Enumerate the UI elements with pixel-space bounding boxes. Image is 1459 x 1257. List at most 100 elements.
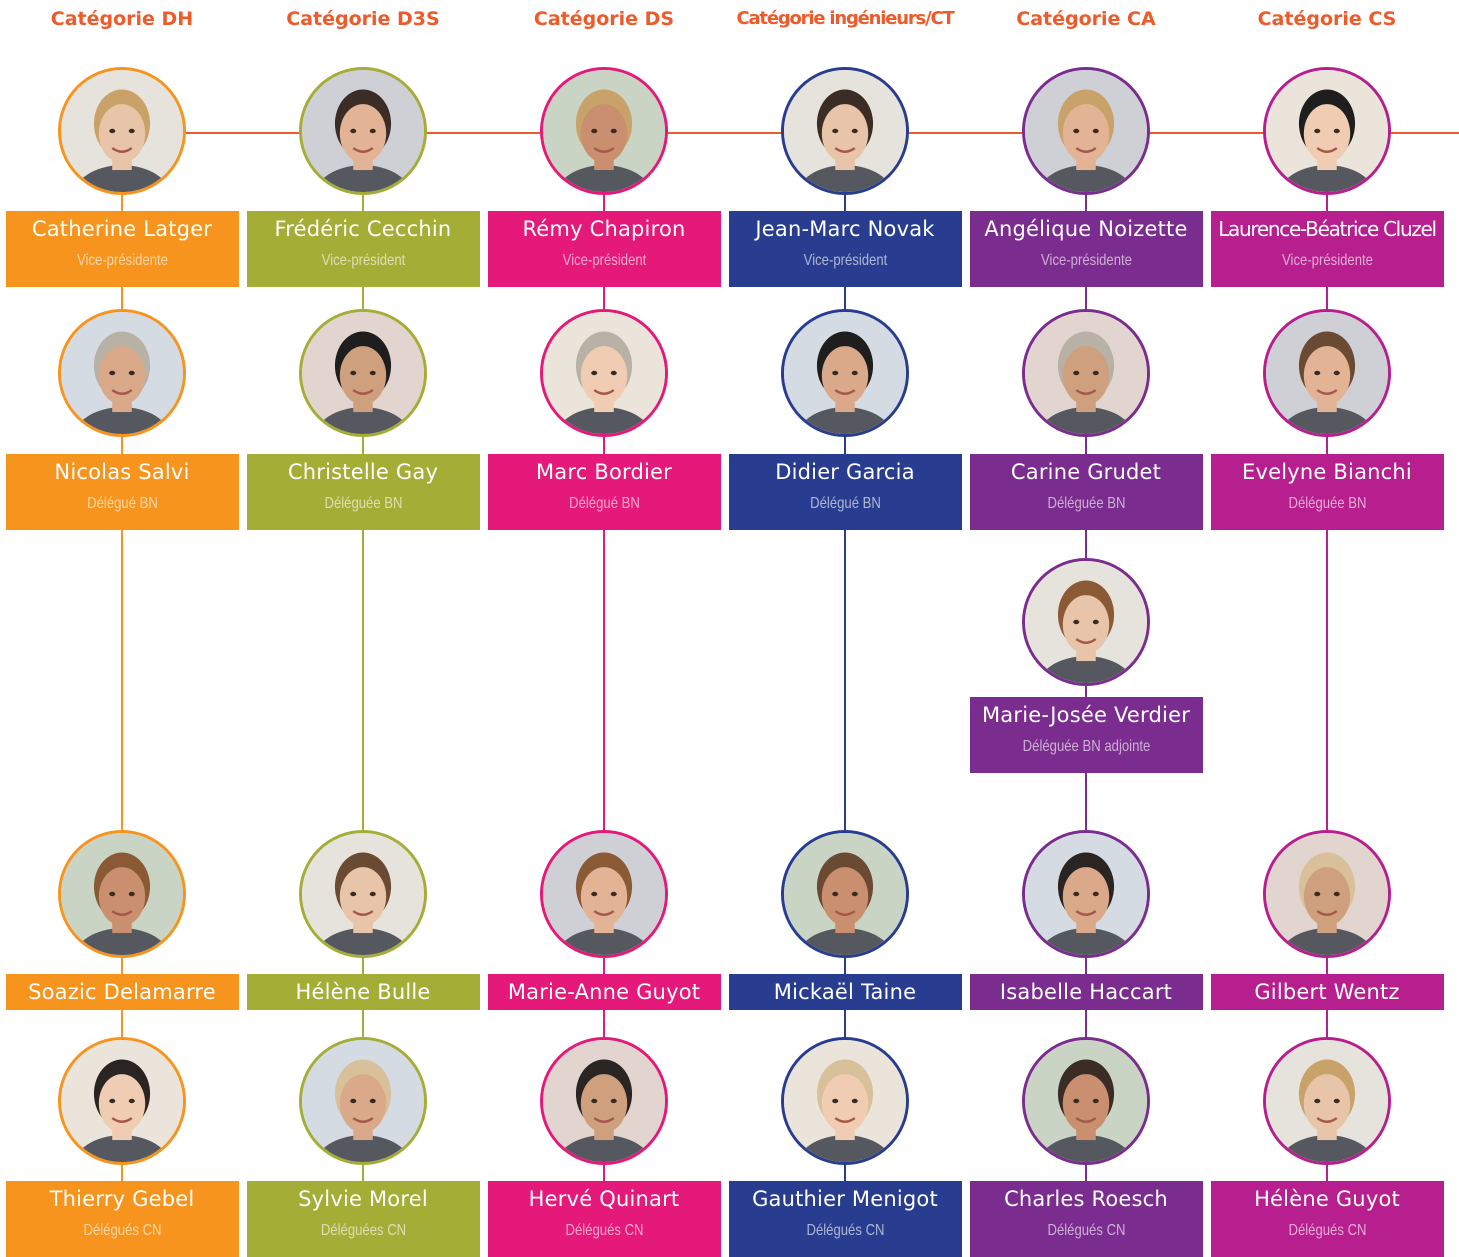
person-name: Catherine Latger <box>31 217 213 241</box>
person-photo <box>1263 67 1391 195</box>
person-photo <box>1263 309 1391 437</box>
person-photo <box>1022 1037 1150 1165</box>
person-photo <box>58 309 186 437</box>
person-photo <box>58 1037 186 1165</box>
person-role: Délégué BN <box>86 495 158 512</box>
person-role: Délégués CN <box>82 1222 162 1239</box>
person-photo <box>1263 830 1391 958</box>
person-role: Déléguées CN <box>320 1222 406 1239</box>
person-role: Délégués CN <box>564 1222 644 1239</box>
person-name: Didier Garcia <box>775 460 915 484</box>
person-role: Délégués CN <box>1046 1222 1126 1239</box>
person-role: Délégués CN <box>1287 1222 1367 1239</box>
person-role: Vice-présidente <box>1040 252 1132 269</box>
person-role: Déléguée BN <box>1046 495 1126 512</box>
person-name: Sylvie Morel <box>298 1187 428 1211</box>
person-photo <box>781 1037 909 1165</box>
person-label: Hélène Bulle <box>246 974 480 1010</box>
person-name: Laurence-Béatrice Cluzel <box>1218 217 1437 241</box>
person-name: Gauthier Menigot <box>752 1187 938 1211</box>
person-name: Isabelle Haccart <box>999 980 1173 1004</box>
person-role: Délégué BN <box>568 495 640 512</box>
person-photo <box>1022 558 1150 686</box>
person-photo <box>540 309 668 437</box>
category-title: Catégorie DH <box>50 8 194 30</box>
category-title: Catégorie D3S <box>286 8 440 30</box>
person-name: Marc Bordier <box>535 460 673 484</box>
person-photo <box>540 830 668 958</box>
person-name: Hélène Guyot <box>1254 1187 1400 1211</box>
person-photo <box>299 67 427 195</box>
person-name: Hervé Quinart <box>528 1187 680 1211</box>
person-label: Isabelle Haccart <box>969 974 1203 1010</box>
person-name: Frédéric Cecchin <box>274 217 452 241</box>
person-role: Vice-président <box>562 252 646 269</box>
person-role: Vice-présidente <box>1281 252 1373 269</box>
person-name: Mickaël Taine <box>773 980 917 1004</box>
person-label: Mickaël Taine <box>728 974 962 1010</box>
person-photo <box>1263 1037 1391 1165</box>
person-name: Gilbert Wentz <box>1254 980 1400 1004</box>
person-name: Christelle Gay <box>287 460 439 484</box>
person-role: Vice-président <box>803 252 887 269</box>
person-role: Délégués CN <box>805 1222 885 1239</box>
person-role: Délégué BN <box>809 495 881 512</box>
person-label: Soazic Delamarre <box>5 974 239 1010</box>
person-name: Rémy Chapiron <box>522 217 686 241</box>
person-photo <box>781 67 909 195</box>
person-name: Carine Grudet <box>1010 460 1162 484</box>
person-label: Marie-Anne Guyot <box>487 974 721 1010</box>
person-photo <box>299 830 427 958</box>
person-name: Angélique Noizette <box>984 217 1188 241</box>
person-photo <box>299 309 427 437</box>
category-title: Catégorie CA <box>1016 8 1156 30</box>
person-name: Thierry Gebel <box>49 1187 195 1211</box>
person-photo <box>1022 67 1150 195</box>
person-photo <box>1022 830 1150 958</box>
person-role: Vice-président <box>321 252 405 269</box>
person-role: Déléguée BN <box>1287 495 1367 512</box>
person-role: Vice-présidente <box>76 252 168 269</box>
person-photo <box>299 1037 427 1165</box>
person-photo <box>58 67 186 195</box>
person-photo <box>1022 309 1150 437</box>
category-title: Catégorie DS <box>533 8 675 30</box>
person-name: Nicolas Salvi <box>54 460 190 484</box>
person-photo <box>540 1037 668 1165</box>
person-name: Marie-Josée Verdier <box>981 703 1191 727</box>
person-name: Soazic Delamarre <box>28 980 216 1004</box>
person-role: Déléguée BN adjointe <box>1022 738 1150 755</box>
person-name: Marie-Anne Guyot <box>507 980 701 1004</box>
person-photo <box>58 830 186 958</box>
person-name: Charles Roesch <box>1004 1187 1168 1211</box>
person-label: Gilbert Wentz <box>1210 974 1444 1010</box>
person-name: Hélène Bulle <box>295 980 431 1004</box>
category-title: Catégorie CS <box>1257 8 1397 30</box>
person-role: Déléguée BN <box>323 495 403 512</box>
person-photo <box>781 830 909 958</box>
person-name: Jean-Marc Novak <box>755 217 935 241</box>
person-photo <box>540 67 668 195</box>
person-photo <box>781 309 909 437</box>
person-name: Evelyne Bianchi <box>1242 460 1412 484</box>
